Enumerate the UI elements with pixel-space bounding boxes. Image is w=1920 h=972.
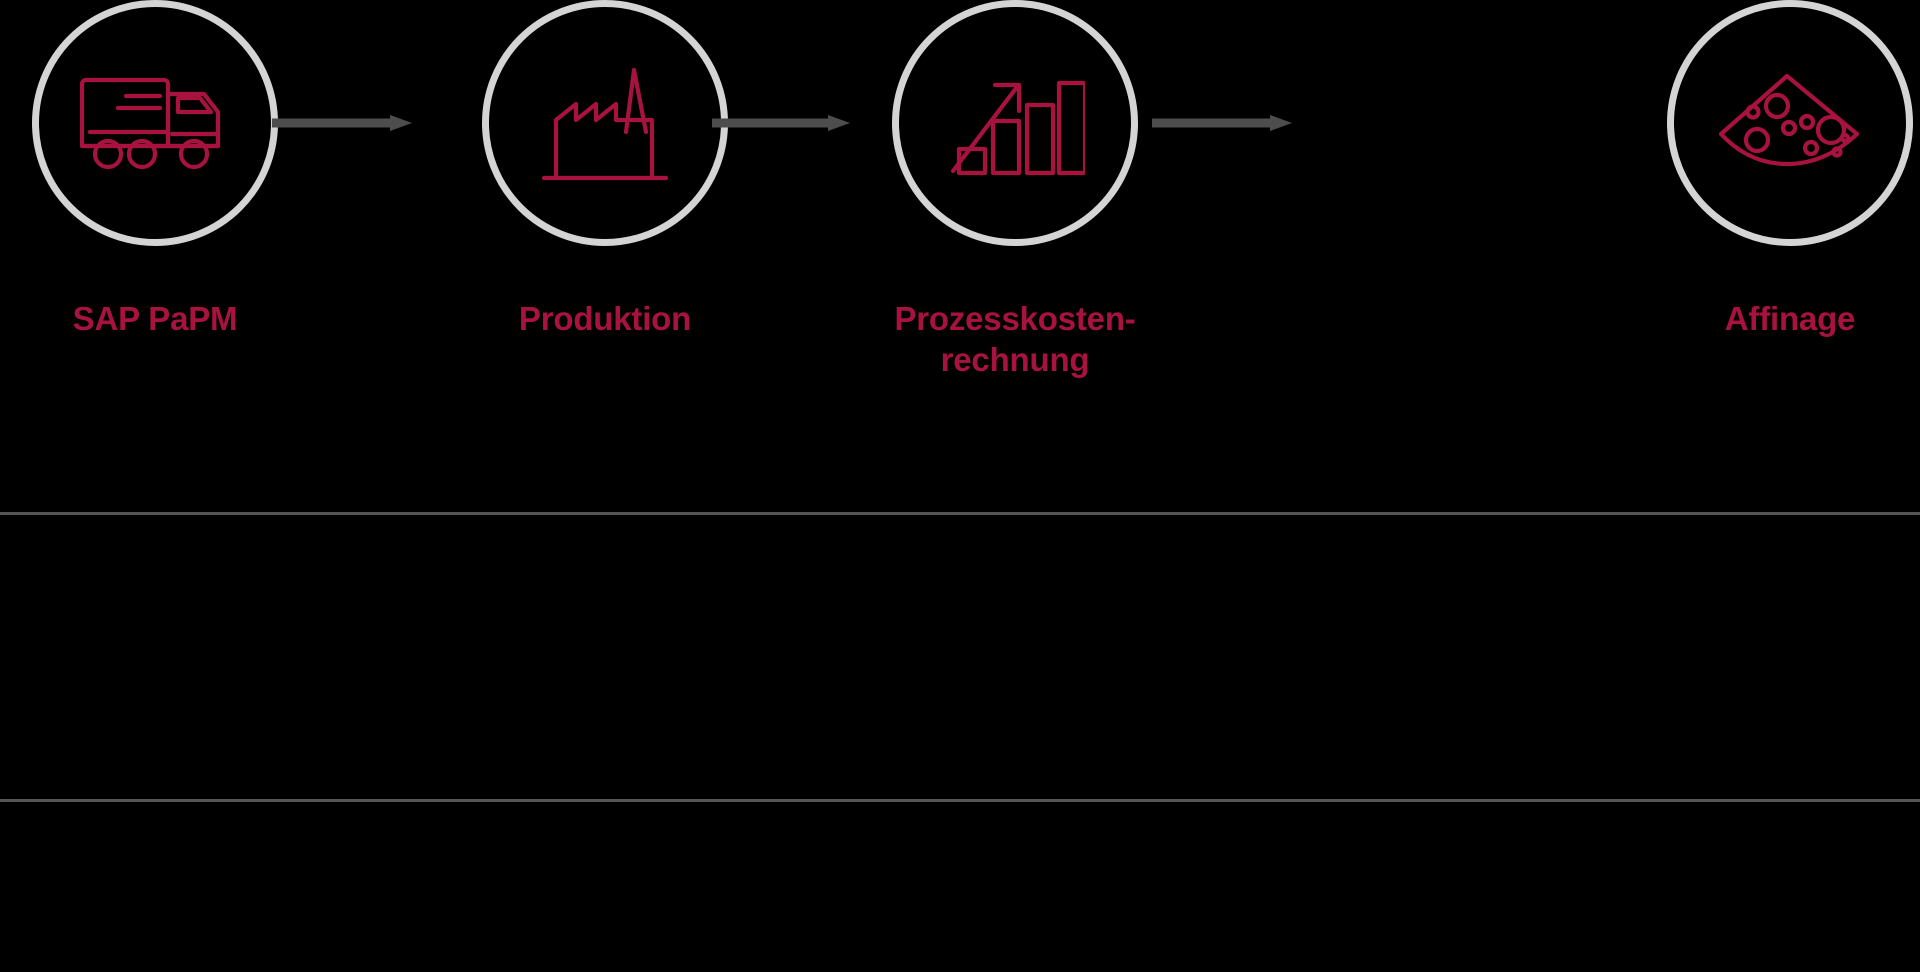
- process-step-prozesskostenrechnung[interactable]: Prozesskosten- rechnung: [865, 0, 1165, 381]
- step-label-affinage: Affinage: [1724, 300, 1856, 337]
- process-step-produktion[interactable]: Produktion: [455, 0, 755, 339]
- flow-connector-2: [712, 113, 850, 133]
- arrow-right-icon: [712, 113, 850, 133]
- arrow-right-icon: [1152, 113, 1292, 133]
- step-icon-circle: [482, 0, 728, 246]
- flow-connector-1: [272, 113, 412, 133]
- process-step-affinage[interactable]: Affinage: [1640, 0, 1920, 339]
- delivery-truck-icon: [80, 68, 230, 178]
- bar-chart-growth-icon: [945, 63, 1085, 183]
- step-label-produktion: Produktion: [518, 300, 692, 337]
- content-band: [0, 515, 1920, 799]
- divider-line-top: [0, 512, 1920, 515]
- flow-connector-3: [1152, 113, 1292, 133]
- divider-line-bottom: [0, 799, 1920, 802]
- step-label-prozesskostenrechnung: Prozesskosten- rechnung: [894, 300, 1136, 379]
- step-icon-circle: [892, 0, 1138, 246]
- process-flow: SAP PaPM Produktion: [0, 0, 1920, 440]
- process-step-sap-papm[interactable]: SAP PaPM: [5, 0, 305, 339]
- step-icon-circle: [1667, 0, 1913, 246]
- cheese-wedge-icon: [1715, 68, 1865, 178]
- factory-icon: [540, 58, 670, 188]
- step-label-sap-papm: SAP PaPM: [72, 300, 238, 337]
- step-icon-circle: [32, 0, 278, 246]
- arrow-right-icon: [272, 113, 412, 133]
